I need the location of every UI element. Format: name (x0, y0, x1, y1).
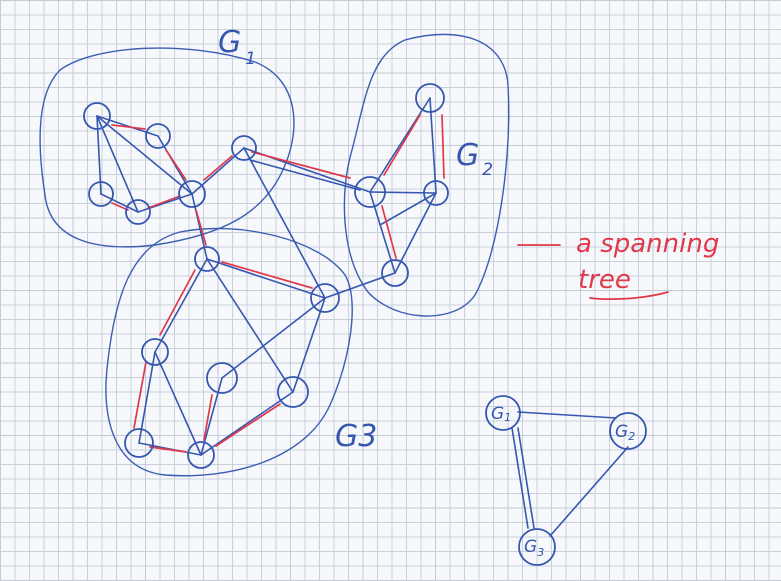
g3-edges (138, 258, 326, 456)
g3-nodes (124, 246, 340, 469)
summary-graph: G1 G2 G3 (485, 395, 647, 566)
summary-node-g1 (485, 395, 521, 431)
node (125, 199, 151, 225)
node (141, 338, 169, 366)
node (423, 180, 449, 206)
node (124, 428, 154, 458)
legend-text-line1: a spanning (576, 229, 719, 259)
node (145, 123, 171, 149)
cluster-g3-label: G3 (335, 419, 377, 454)
g1-nodes (83, 102, 257, 225)
legend-text-line2: tree (578, 265, 631, 295)
node (88, 181, 114, 207)
node (231, 135, 257, 161)
node (206, 362, 238, 394)
node (277, 376, 309, 408)
cluster-g3-outline (105, 227, 353, 477)
node (381, 259, 409, 287)
summary-node-g3-label: G3 (524, 537, 544, 559)
g2-edges (369, 97, 437, 274)
summary-node-g1-label: G1 (491, 404, 511, 424)
summary-node-g2 (609, 412, 647, 450)
node (178, 180, 206, 208)
node (187, 441, 215, 469)
node (415, 83, 445, 113)
cluster-g2-outline (343, 33, 510, 317)
node (194, 246, 220, 272)
summary-node-g3 (518, 528, 556, 566)
spanning-tree-legend: a spanning tree (517, 229, 719, 300)
summary-node-g2-label: G2 (615, 422, 635, 443)
spanning-tree-highlight (111, 114, 445, 453)
node (83, 102, 111, 130)
cluster-g1-outline (39, 47, 295, 248)
inter-cluster-edges (191, 147, 396, 299)
g2-nodes (354, 83, 449, 287)
node (310, 283, 340, 313)
node (354, 176, 386, 208)
